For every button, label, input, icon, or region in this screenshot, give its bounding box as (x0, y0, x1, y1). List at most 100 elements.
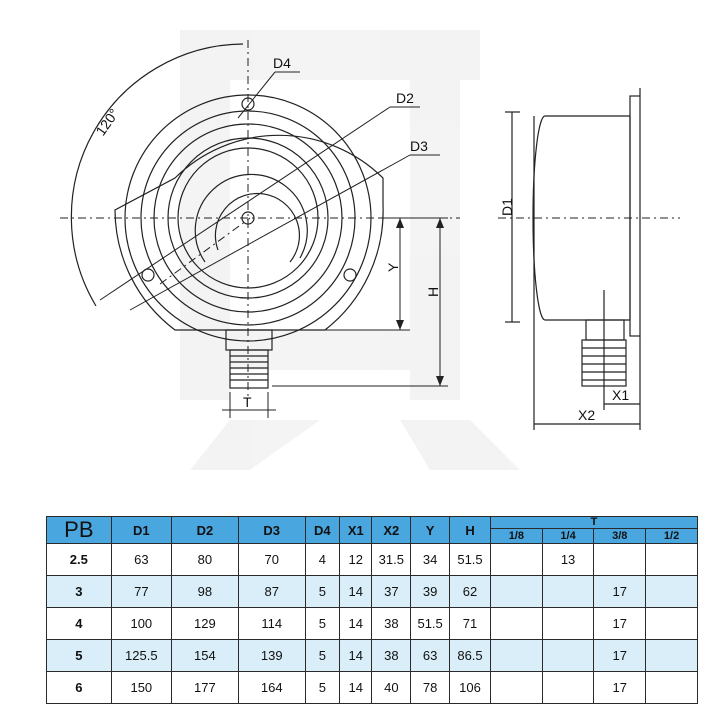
table-cell: 38 (371, 639, 412, 672)
angle-arc (70, 43, 244, 307)
table-cell (645, 639, 698, 672)
table-cell: 17 (593, 639, 647, 672)
table-cell (541, 575, 595, 608)
table-cell (645, 607, 698, 640)
table-cell: 100 (110, 607, 173, 640)
table-cell: 5 (304, 575, 341, 608)
watermark (180, 30, 520, 470)
col-d3: D3 (237, 516, 306, 544)
col-d4: D4 (304, 516, 341, 544)
bourdon-tube (194, 173, 308, 263)
table-cell: 3 (46, 575, 112, 608)
table-cell: 114 (237, 607, 306, 640)
table-cell: 139 (237, 639, 306, 672)
table-cell: 14 (339, 671, 373, 704)
table-cell: 164 (237, 671, 306, 704)
table-cell: 51.5 (449, 543, 491, 576)
label-x2: X2 (578, 407, 595, 423)
technical-drawing: D4 D2 D3 120° Y H T D1 X1 X2 (60, 30, 680, 470)
table-cell: 71 (449, 607, 491, 640)
side-case (532, 115, 631, 321)
table-cell: 86.5 (449, 639, 491, 672)
table-cell: 77 (110, 575, 173, 608)
table-cell: 150 (110, 671, 173, 704)
table-cell: 14 (339, 575, 373, 608)
table-cell (489, 607, 543, 640)
col-x1: X1 (339, 516, 373, 544)
table-cell: 14 (339, 639, 373, 672)
col-t-1-4: 1/4 (541, 527, 595, 545)
table-cell: 17 (593, 607, 647, 640)
table-cell: 78 (410, 671, 451, 704)
table-cell: 125.5 (110, 639, 173, 672)
table-cell (489, 575, 543, 608)
table-cell: 40 (371, 671, 412, 704)
label-d3: D3 (410, 138, 428, 154)
label-x1: X1 (612, 387, 629, 403)
spec-table: PB D1 D2 D3 D4 X1 X2 Y H T 1/8 1/4 3/8 1… (46, 516, 699, 704)
table-cell (489, 543, 543, 576)
table-cell: 87 (237, 575, 306, 608)
table-cell: 70 (237, 543, 306, 576)
table-cell (489, 639, 543, 672)
side-flange (629, 95, 641, 337)
table-cell: 38 (371, 607, 412, 640)
label-d1: D1 (499, 198, 515, 216)
table-cell (645, 575, 698, 608)
table-cell: 37 (371, 575, 412, 608)
table-cell: 80 (171, 543, 239, 576)
table-cell (645, 671, 698, 704)
table-cell: 5 (46, 639, 112, 672)
table-cell: 34 (410, 543, 451, 576)
label-y: Y (385, 262, 401, 272)
table-cell: 13 (541, 543, 595, 576)
col-d1: D1 (110, 516, 173, 544)
col-x2: X2 (371, 516, 412, 544)
col-pb: PB (46, 516, 112, 544)
col-t: T (489, 516, 699, 529)
table-cell (541, 639, 595, 672)
table-cell: 4 (304, 543, 341, 576)
label-t: T (243, 394, 252, 410)
table-cell: 154 (171, 639, 239, 672)
col-d2: D2 (171, 516, 239, 544)
col-t-3-8: 3/8 (593, 527, 647, 545)
table-cell: 12 (339, 543, 373, 576)
table-cell: 5 (304, 671, 341, 704)
table-cell: 6 (46, 671, 112, 704)
table-cell: 2.5 (46, 543, 112, 576)
col-t-1-8: 1/8 (489, 527, 543, 545)
table-cell (541, 607, 595, 640)
table-cell: 5 (304, 639, 341, 672)
table-cell: 63 (410, 639, 451, 672)
label-d2: D2 (396, 90, 414, 106)
table-cell: 98 (171, 575, 239, 608)
col-t-1-2: 1/2 (645, 527, 698, 545)
table-cell: 177 (171, 671, 239, 704)
table-cell (541, 671, 595, 704)
table-cell: 4 (46, 607, 112, 640)
col-y: Y (410, 516, 451, 544)
table-cell: 62 (449, 575, 491, 608)
hole-right (343, 268, 357, 282)
table-cell: 129 (171, 607, 239, 640)
table-cell: 39 (410, 575, 451, 608)
table-cell: 5 (304, 607, 341, 640)
table-cell: 51.5 (410, 607, 451, 640)
table-cell: 17 (593, 671, 647, 704)
label-angle: 120° (92, 106, 122, 139)
table-cell (645, 543, 698, 576)
table-cell: 106 (449, 671, 491, 704)
table-cell (489, 671, 543, 704)
table-cell: 14 (339, 607, 373, 640)
table-cell (593, 543, 647, 576)
label-d4: D4 (273, 55, 291, 71)
flange-outline (114, 134, 384, 331)
hole-left (141, 268, 155, 282)
table-cell: 63 (110, 543, 173, 576)
table-cell: 17 (593, 575, 647, 608)
